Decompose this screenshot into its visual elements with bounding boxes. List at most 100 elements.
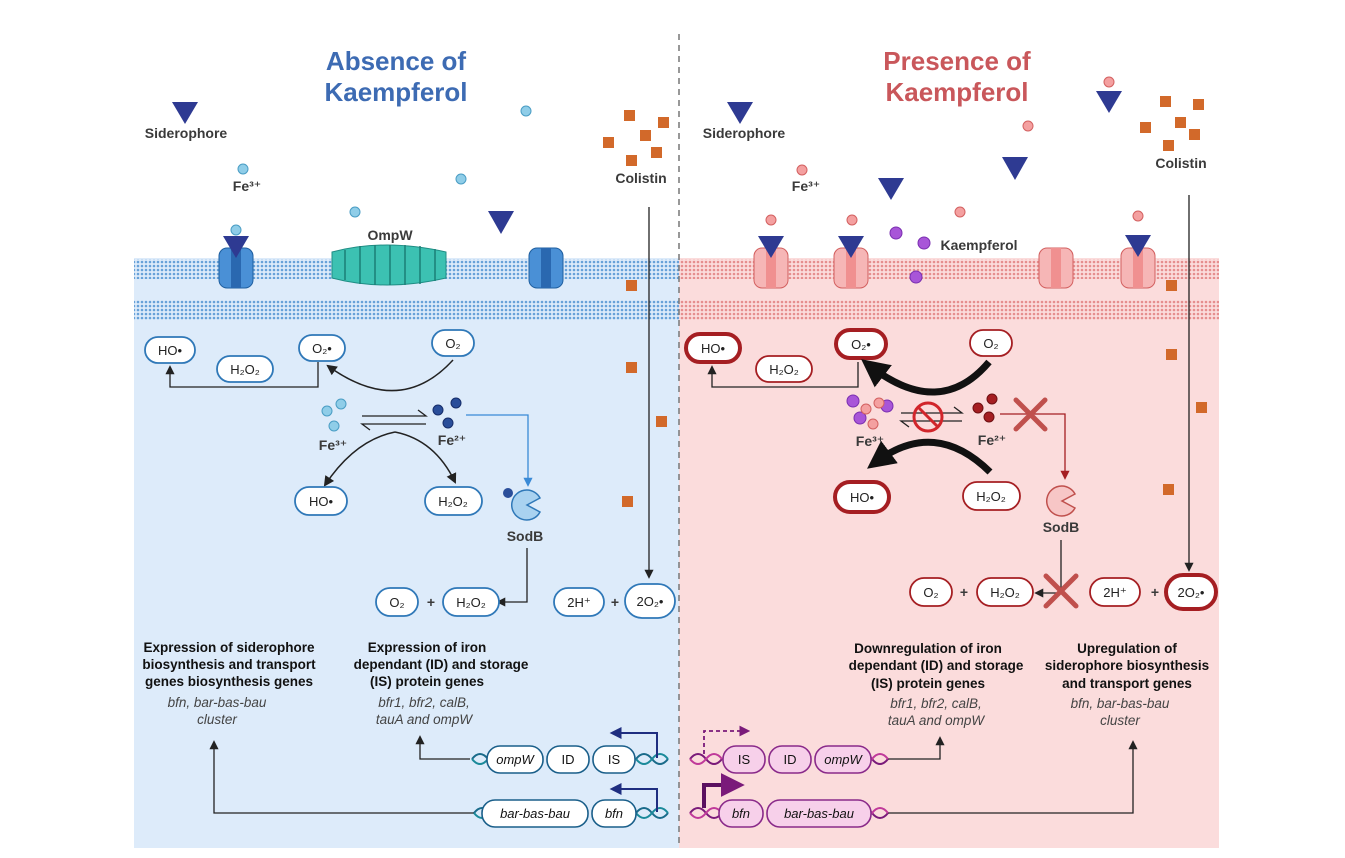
fenton-left-arc: [323, 431, 396, 487]
o2-label: O₂: [445, 336, 460, 351]
downregulation-genes-2: tauA and ompW: [888, 713, 986, 728]
siderophore-transporter-icon: [753, 214, 789, 289]
ferric-iron-cluster-icon: [321, 398, 347, 432]
right-title-line2: Kaempferol: [885, 77, 1028, 107]
plus-sign: +: [960, 584, 968, 600]
right-eq-h2o2-label: H₂O₂: [990, 585, 1020, 600]
right-superoxide-label: O₂•: [851, 337, 871, 352]
gene-bfn-box: [591, 799, 637, 828]
right-siderophore-label: Siderophore: [703, 125, 786, 141]
o2-to-superoxide-arc: [326, 359, 454, 392]
colistin-label: Colistin: [615, 170, 666, 186]
iron-genes-1: bfr1, bfr2, calB,: [378, 695, 470, 710]
gene-is-box: [592, 745, 636, 774]
siderophore-transporter-icon: [1120, 210, 1156, 289]
kaempferol-icon: [889, 226, 931, 284]
iron-ion-icon: [796, 164, 808, 176]
right-fe3-outer-label: Fe³⁺: [792, 178, 820, 194]
right-gene-bar-bas-bau-label: bar-bas-bau: [784, 806, 854, 821]
upregulation-heading-2: siderophore biosynthesis: [1045, 658, 1209, 673]
plus-sign-2: +: [1151, 584, 1159, 600]
eq-o2-box: [375, 587, 419, 617]
promoter-arrow-icon: [609, 727, 658, 758]
eq-h2o2-box: [442, 587, 500, 617]
ho-radical-label: HO•: [158, 343, 183, 358]
siderophore-expression-arrow: [209, 740, 475, 814]
ompw-label: OmpW: [367, 227, 413, 243]
downregulation-heading-1: Downregulation of iron: [854, 641, 1002, 656]
fe2-to-sodb-arrow: [466, 414, 533, 487]
plus-sign: +: [427, 594, 435, 610]
right-o2-label: O₂: [983, 336, 998, 351]
sodb-enzyme-icon: [1046, 485, 1077, 517]
gene-bfn-label: bfn: [605, 806, 623, 821]
gene-bar-bas-bau-label: bar-bas-bau: [500, 806, 570, 821]
iron-ion-icon: [349, 206, 361, 218]
h2o2-label: H₂O₂: [230, 362, 260, 377]
fe3-outer-label: Fe³⁺: [233, 178, 261, 194]
blocked-icon: [912, 401, 944, 433]
ho-radical-box-2: [294, 486, 348, 516]
eq-2o2-box: [624, 583, 676, 619]
right-superoxide-to-ho-arrow: [707, 362, 859, 388]
right-ho-radical-box-2: [833, 480, 891, 514]
inhibition-cross-icon: [1043, 573, 1079, 609]
upregulation-heading-3: and transport genes: [1062, 676, 1192, 691]
downregulation-heading-3: (IS) protein genes: [871, 676, 985, 691]
right-o2-box: [969, 329, 1013, 357]
fe3-label: Fe³⁺: [319, 437, 347, 453]
right-eq-o2-label: O₂: [923, 585, 938, 600]
sodb-label: SodB: [507, 528, 544, 544]
left-title-line1: Absence of: [326, 46, 466, 76]
h2o2-label-2: H₂O₂: [438, 494, 468, 509]
iron-ion-icon: [954, 206, 966, 218]
iron-genes-2: tauA and ompW: [376, 712, 474, 727]
siderophore-expr-heading-3: genes biosynthesis genes: [145, 674, 313, 689]
right-eq-2h-label: 2H⁺: [1103, 585, 1126, 600]
ho-radical-label-2: HO•: [309, 494, 334, 509]
downregulation-heading-2: dependant (ID) and storage: [849, 658, 1024, 673]
colistin-icon: [622, 280, 667, 507]
superoxide-label: O₂•: [312, 341, 332, 356]
inhibition-cross-icon: [1013, 397, 1048, 432]
iron-ion-icon: [520, 105, 532, 117]
ferrous-iron-cluster-icon: [972, 393, 998, 423]
iron-expr-heading-3: (IS) protein genes: [370, 674, 484, 689]
siderophore-icon: [172, 102, 198, 124]
gene-id-box: [546, 745, 590, 774]
siderophore-label: Siderophore: [145, 125, 228, 141]
siderophore-transporter-icon: [833, 214, 869, 289]
right-superoxide-box: [834, 328, 888, 360]
upregulation-heading-1: Upregulation of: [1077, 641, 1177, 656]
right-gene-id-label: ID: [784, 752, 797, 767]
right-gene-bar-bas-bau-box: [766, 799, 872, 828]
right-fe2-to-sodb-arrow: [1000, 413, 1070, 480]
iron-expr-heading-1: Expression of iron: [368, 640, 487, 655]
siderophore-icon: [878, 178, 904, 200]
eq-h2o2-label: H₂O₂: [456, 595, 486, 610]
plus-sign-2: +: [611, 594, 619, 610]
strong-promoter-arrow-icon: [702, 773, 745, 808]
kaempferol-label: Kaempferol: [940, 237, 1017, 253]
gene-ompw-box: [486, 745, 544, 774]
siderophore-icon: [1096, 91, 1122, 113]
right-sodb-label: SodB: [1043, 519, 1080, 535]
siderophore-icon: [727, 102, 753, 124]
right-gene-bfn-label: bfn: [732, 806, 750, 821]
eq-o2-label: O₂: [389, 595, 404, 610]
sodb-to-products-arrow: [496, 548, 528, 607]
porin-icon: [1038, 247, 1074, 289]
right-h2o2-box-2: [962, 481, 1021, 511]
eq-2o2-label: 2O₂•: [637, 594, 664, 609]
right-h2o2-box: [755, 355, 813, 383]
siderophore-icon: [488, 211, 514, 234]
right-eq-h2o2-box: [976, 577, 1034, 607]
colistin-icon-cluster: [603, 110, 669, 166]
weak-promoter-arrow-icon: [703, 725, 751, 754]
right-fe2-label: Fe²⁺: [978, 432, 1006, 448]
right-eq-2o2-box: [1164, 573, 1218, 611]
ho-radical-box: [144, 336, 196, 364]
siderophore-expr-heading-1: Expression of siderophore: [143, 640, 315, 655]
iron-ion-icon: [455, 173, 467, 185]
right-fe3-label: Fe³⁺: [856, 433, 884, 449]
